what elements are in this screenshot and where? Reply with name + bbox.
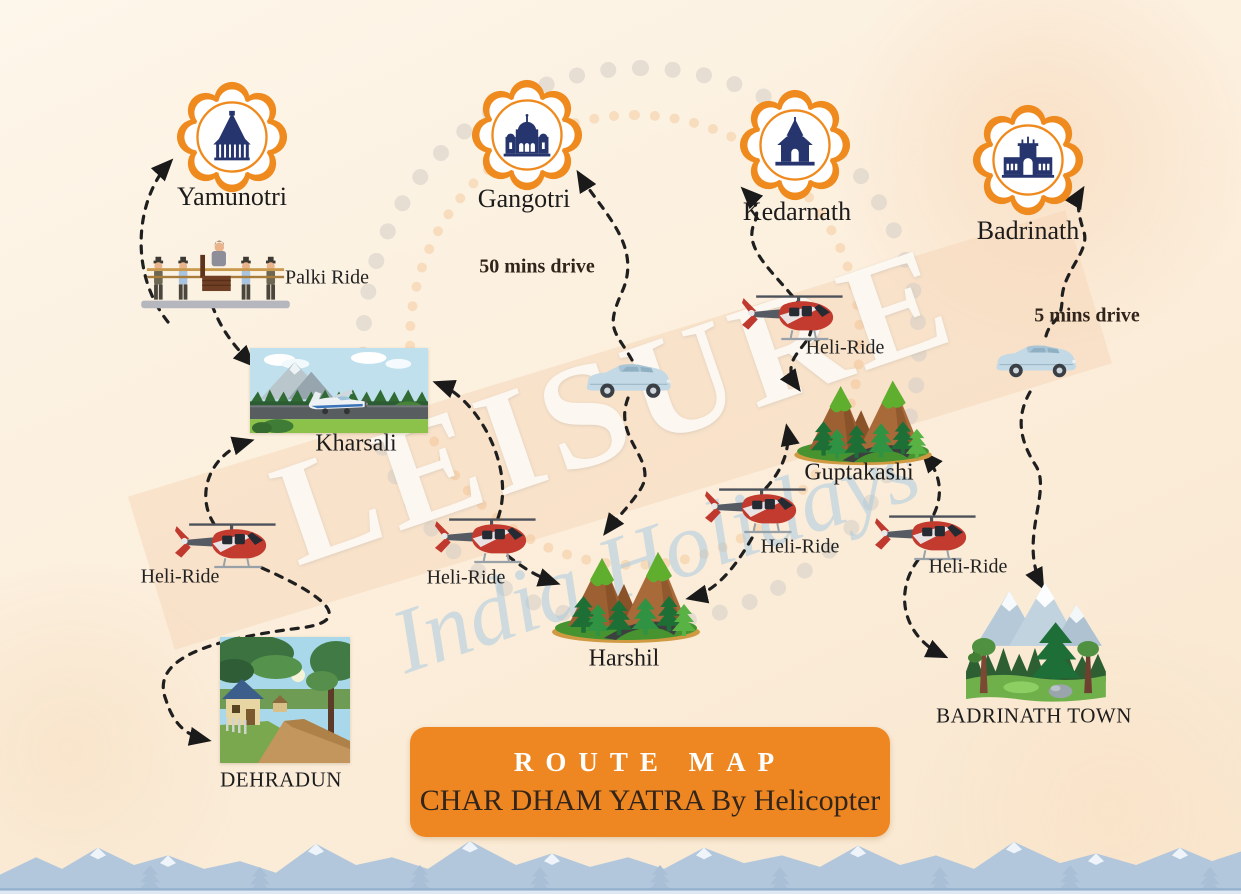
kedarnath-label: Kedarnath: [742, 197, 852, 226]
gangotri-label: Gangotri: [477, 184, 571, 213]
heli-ride-label-kedarnath: Heli-Ride: [805, 336, 885, 359]
route-car-to-gangotri: [576, 169, 634, 362]
route-car-to-harshil: [603, 396, 647, 536]
kharsali-scene-image: [250, 348, 428, 433]
route-heli-to-dehradun: [161, 566, 331, 746]
watermark-inner-ring: [405, 110, 865, 570]
drive-5-label: 5 mins drive: [1034, 304, 1140, 327]
harshil-label: Harshil: [588, 645, 660, 672]
car-icon-mid: [582, 354, 677, 402]
heli-ride-label-mid: Heli-Ride: [760, 535, 840, 558]
route-heli-to-harshil: [506, 554, 561, 587]
palki-icon: [138, 232, 293, 312]
badrinath-label: Badrinath: [976, 216, 1080, 245]
dehradun-scene-image: [220, 637, 350, 763]
heli-ride-label-mid-left: Heli-Ride: [426, 566, 506, 589]
route-heli-to-kharsali-right: [432, 380, 505, 520]
yamunotri-label: Yamunotri: [176, 182, 288, 211]
route-guptakashi-kedarnath: [740, 186, 813, 392]
drive-50-label: 50 mins drive: [479, 255, 595, 278]
badrinath-town-label: BADRINATH TOWN: [936, 703, 1132, 728]
shrine-badge-gangotri: [471, 79, 583, 191]
guptakashi-scene-image: [788, 362, 938, 466]
shrine-badge-badrinath: [972, 104, 1084, 216]
shrine-badge-kedarnath: [739, 89, 851, 201]
route-harshil-to-heli: [685, 536, 754, 604]
kharsali-label: Kharsali: [315, 430, 397, 457]
heli-ride-label-right: Heli-Ride: [928, 555, 1008, 578]
bottom-mountains: [0, 840, 1241, 894]
route-car-to-badrinath: [1044, 185, 1087, 338]
shrine-badge-yamunotri: [176, 81, 288, 193]
helicopter-icon-mid-left: [435, 511, 545, 569]
title-banner: ROUTE MAP CHAR DHAM YATRA By Helicopter: [410, 727, 890, 837]
route-heli-to-guptakashi: [764, 423, 800, 490]
route-palki-to-kharsali: [210, 303, 256, 368]
dehradun-label: DEHRADUN: [220, 767, 342, 792]
banner-title: ROUTE MAP: [513, 746, 787, 777]
banner-subtitle: CHAR DHAM YATRA By Helicopter: [419, 783, 881, 817]
route-car-to-badrinath-town: [1019, 390, 1045, 591]
harshil-scene-image: [545, 532, 707, 644]
helicopter-icon-mid: [705, 481, 815, 539]
car-icon-right: [992, 336, 1082, 381]
heli-ride-label-left: Heli-Ride: [140, 565, 220, 588]
guptakashi-label: Guptakashi: [804, 459, 914, 486]
route-heli-to-kharsali: [204, 436, 255, 526]
palki-ride-label: Palki Ride: [285, 266, 369, 289]
badrinath-town-scene-image: [957, 577, 1107, 705]
